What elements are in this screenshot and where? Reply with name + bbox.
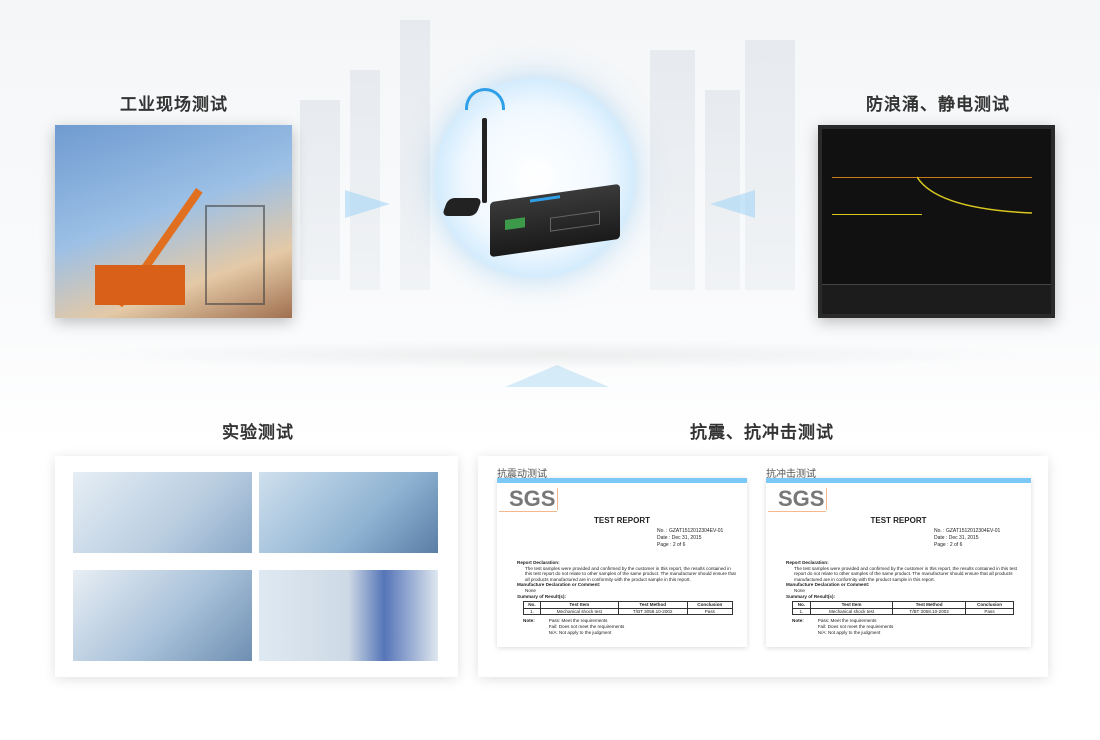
cell: Pass bbox=[965, 607, 1014, 616]
note: Fail: Does not meet the requirements bbox=[817, 623, 894, 629]
antenna-icon bbox=[482, 118, 487, 203]
vibration-shock-test-title: 抗震、抗冲击测试 bbox=[690, 423, 834, 443]
manu-text: None bbox=[525, 587, 536, 593]
decl-heading: Report Declaration: bbox=[517, 560, 560, 565]
ground-shadow bbox=[60, 340, 1040, 370]
note: N/A: Not apply to the judgment bbox=[548, 629, 612, 635]
col-header: Conclusion bbox=[965, 601, 1014, 609]
cell: 1. bbox=[792, 607, 811, 616]
manu-text: None bbox=[794, 587, 805, 593]
arrow-left-icon bbox=[710, 190, 755, 218]
report-page[interactable]: SGS TEST REPORT No. : GZAT1512012304EV-0… bbox=[766, 478, 1031, 647]
decl-text: The test samples were provided and confi… bbox=[525, 565, 736, 582]
report-title: TEST REPORT bbox=[870, 516, 927, 525]
cell: Mechanical shock test bbox=[809, 607, 894, 616]
arrow-right-icon bbox=[345, 190, 390, 218]
note-label: Note: bbox=[523, 618, 535, 624]
lab-equipment-photo-3 bbox=[73, 570, 252, 661]
wifi-icon bbox=[465, 88, 505, 110]
sgs-logo: SGS bbox=[778, 488, 828, 510]
sgs-logo: SGS bbox=[509, 488, 559, 510]
arrow-up-icon bbox=[505, 365, 609, 387]
climate-chamber-photo bbox=[259, 570, 438, 661]
report-page-no: Page : 2 of 6 bbox=[657, 542, 686, 548]
col-header: Test Item bbox=[809, 601, 894, 609]
gateway-device bbox=[490, 183, 620, 258]
cell: T/BT 3058.10-2002 bbox=[617, 607, 688, 616]
gps-puck-icon bbox=[441, 198, 483, 216]
report-no: No. : GZAT1512012304EV-01 bbox=[657, 528, 724, 534]
decl-heading: Report Declaration: bbox=[786, 560, 829, 565]
lab-equipment-photo-2 bbox=[259, 472, 438, 553]
shock-report: 抗冲击测试 SGS TEST REPORT No. : GZAT15120123… bbox=[766, 465, 1031, 647]
cell: Mechanical shock test bbox=[539, 607, 619, 616]
cell: T/BT 3058.10-2002 bbox=[892, 607, 967, 616]
field-test-title: 工业现场测试 bbox=[120, 95, 228, 115]
note: Pass: Meet the requirements bbox=[548, 618, 608, 624]
cell: Pass bbox=[686, 607, 734, 616]
note: Fail: Does not meet the requirements bbox=[548, 623, 625, 629]
col-header: Test Method bbox=[892, 601, 967, 609]
note: Pass: Meet the requirements bbox=[817, 618, 877, 624]
lab-test-title: 实验测试 bbox=[222, 423, 294, 443]
accent-bar bbox=[766, 478, 1031, 483]
report-no: No. : GZAT1512012304EV-01 bbox=[934, 528, 1001, 534]
vibration-report: 抗震动测试 SGS TEST REPORT No. : GZAT15120123… bbox=[497, 465, 747, 647]
lab-test-panel bbox=[55, 456, 458, 677]
col-header: Conclusion bbox=[686, 601, 734, 609]
report-date: Date : Dec 31, 2015 bbox=[934, 535, 979, 541]
col-header: Test Method bbox=[617, 601, 688, 609]
cell: 1. bbox=[523, 607, 541, 616]
col-header: No. bbox=[792, 601, 811, 609]
manu-heading: Manufacture Declaration or Comment: bbox=[517, 582, 601, 588]
col-header: No. bbox=[523, 601, 541, 609]
report-date: Date : Dec 31, 2015 bbox=[657, 535, 702, 541]
lab-equipment-photo-1 bbox=[73, 472, 252, 553]
col-header: Test Item bbox=[539, 601, 619, 609]
report-label: 抗冲击测试 bbox=[766, 469, 816, 480]
surge-esd-test-title: 防浪涌、静电测试 bbox=[866, 95, 1010, 115]
decl-text: The test samples were provided and confi… bbox=[794, 565, 1017, 582]
note-label: Note: bbox=[792, 618, 804, 624]
device-highlight-circle bbox=[435, 78, 635, 278]
report-page-no: Page : 2 of 6 bbox=[934, 542, 963, 548]
report-page[interactable]: SGS TEST REPORT No. : GZAT1512012304EV-0… bbox=[497, 478, 747, 647]
report-label: 抗震动测试 bbox=[497, 469, 547, 480]
accent-bar bbox=[497, 478, 747, 483]
manu-heading: Manufacture Declaration or Comment: bbox=[786, 582, 870, 588]
report-title: TEST REPORT bbox=[593, 516, 650, 525]
summary-heading: Summary of Result(s): bbox=[786, 593, 836, 599]
summary-heading: Summary of Result(s): bbox=[517, 593, 567, 599]
note: N/A: Not apply to the judgment bbox=[817, 629, 881, 635]
construction-crane-photo bbox=[55, 125, 292, 318]
oscilloscope-screen-photo bbox=[818, 125, 1055, 318]
